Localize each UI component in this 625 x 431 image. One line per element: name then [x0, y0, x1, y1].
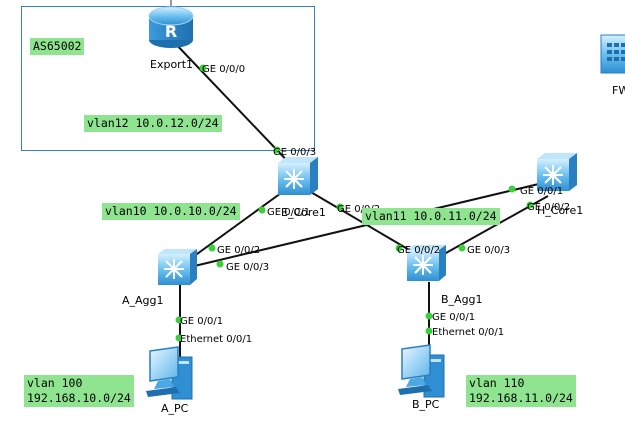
- link-hcore-aagg: [185, 181, 548, 269]
- port-dot: [458, 244, 466, 252]
- as-area-box: [21, 6, 315, 151]
- port-dot: [336, 203, 344, 211]
- port-label: GE 0/0/1: [520, 186, 563, 197]
- vlan100-subnet: 192.168.10.0/24: [27, 391, 131, 405]
- agg-switch-icon[interactable]: [407, 245, 446, 281]
- port-label: GE 0/0/3: [226, 262, 269, 273]
- vlan100-name: vlan 100: [27, 376, 83, 390]
- port-label: GE 0/0/2: [397, 245, 440, 256]
- port-label: GE 0/0/0: [202, 64, 245, 75]
- vlan10-note: vlan10 10.0.10.0/24: [102, 203, 240, 220]
- port-dot: [175, 316, 183, 324]
- port-label: GE 0/0/3: [467, 245, 510, 256]
- port-label: GE 0/0/2: [337, 204, 380, 215]
- port-label: GE 0/0/1: [267, 207, 310, 218]
- device-label-e-core1: E_Core1: [281, 206, 326, 219]
- router-icon[interactable]: R: [148, 0, 194, 48]
- port-dot: [395, 244, 403, 252]
- port-label: GE 0/0/3: [273, 147, 316, 158]
- device-label-b-agg1: B_Agg1: [441, 293, 483, 306]
- vlan110-name: vlan 110: [469, 376, 525, 390]
- device-label-h-core1: H_Core1: [537, 204, 583, 217]
- port-dot: [216, 260, 224, 268]
- port-label: Ethernet 0/0/1: [432, 327, 504, 338]
- vlan11-note: vlan11 10.0.11.0/24: [362, 208, 500, 225]
- device-label-a-pc: A_PC: [161, 402, 189, 415]
- port-dot: [526, 201, 534, 209]
- device-label-a-agg1: A_Agg1: [122, 294, 164, 307]
- port-dot: [208, 244, 216, 252]
- agg-switch-icon[interactable]: [158, 249, 197, 285]
- link-ecore-aagg: [185, 187, 289, 263]
- firewall-icon[interactable]: [600, 34, 625, 74]
- port-dot: [273, 146, 281, 154]
- device-label-b-pc: B_PC: [412, 398, 440, 411]
- core-switch-icon[interactable]: [278, 157, 318, 195]
- port-label: Ethernet 0/0/1: [180, 334, 252, 345]
- pc-icon[interactable]: [398, 344, 445, 398]
- port-dot: [258, 206, 266, 214]
- port-label: GE 0/0/1: [180, 316, 223, 327]
- port-label: GE 0/0/2: [527, 202, 570, 213]
- core-switch-icon[interactable]: [537, 153, 577, 191]
- port-dot: [425, 312, 433, 320]
- port-dot: [425, 327, 433, 335]
- port-dot: [175, 334, 183, 342]
- device-label-export1: Export1: [150, 58, 193, 71]
- port-label: GE 0/0/2: [217, 245, 260, 256]
- as-label: AS65002: [30, 38, 85, 55]
- vlan110-subnet: 192.168.11.0/24: [469, 391, 573, 405]
- pc-icon[interactable]: [146, 346, 193, 400]
- svg-text:R: R: [165, 22, 177, 41]
- vlan12-note: vlan12 10.0.12.0/24: [84, 115, 222, 132]
- port-dot: [199, 64, 207, 72]
- port-dot: [508, 185, 516, 193]
- port-label: GE 0/0/1: [432, 312, 475, 323]
- device-label-fw: FW: [612, 84, 625, 97]
